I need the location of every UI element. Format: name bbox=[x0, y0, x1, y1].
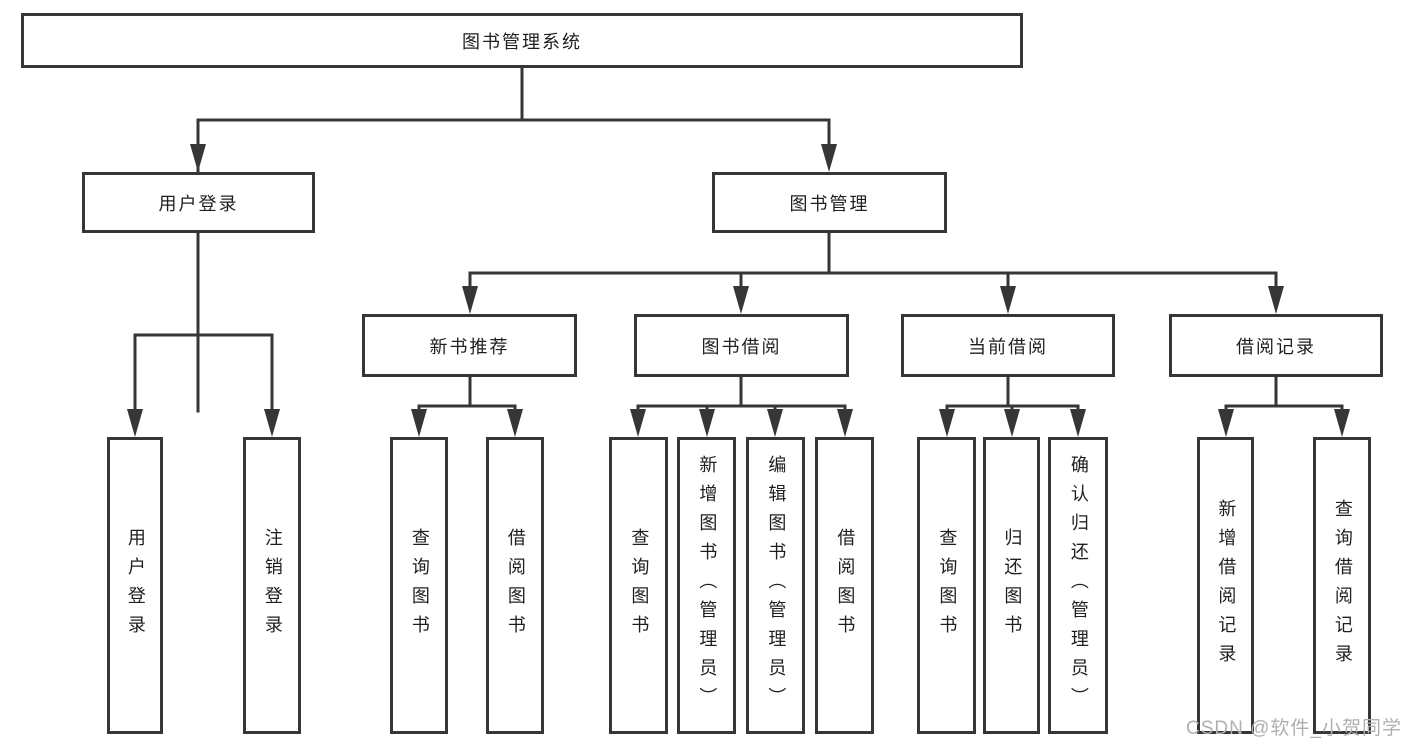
arrow-down-icon bbox=[507, 409, 523, 437]
arrow-down-icon bbox=[1218, 409, 1234, 437]
connector-book-borrow-to-leaves bbox=[630, 375, 853, 437]
arrow-down-icon bbox=[1334, 409, 1350, 437]
node-current-borrow: 当前借阅 bbox=[901, 314, 1115, 377]
arrow-down-icon bbox=[411, 409, 427, 437]
arrow-down-icon bbox=[462, 286, 478, 314]
node-user-login: 用户登录 bbox=[82, 172, 315, 233]
connector-user-login-to-leaves bbox=[127, 231, 280, 437]
leaf-borrow-borrow-books: 借阅图书 bbox=[815, 437, 874, 734]
arrow-down-icon bbox=[630, 409, 646, 437]
arrow-down-icon bbox=[190, 144, 206, 172]
leaf-borrow-edit-books-admin: 编辑图书（管理员） bbox=[746, 437, 805, 734]
arrow-down-icon bbox=[1000, 286, 1016, 314]
leaf-current-confirm-return-admin: 确认归还（管理员） bbox=[1048, 437, 1108, 734]
arrow-down-icon bbox=[127, 409, 143, 437]
leaf-borrow-query-books: 查询图书 bbox=[609, 437, 668, 734]
leaf-current-return-books: 归还图书 bbox=[983, 437, 1040, 734]
arrow-down-icon bbox=[699, 409, 715, 437]
root-node: 图书管理系统 bbox=[21, 13, 1023, 68]
connector-borrow-records-to-leaves bbox=[1218, 375, 1350, 437]
node-book-borrow: 图书借阅 bbox=[634, 314, 849, 377]
arrow-down-icon bbox=[264, 409, 280, 437]
arrow-down-icon bbox=[837, 409, 853, 437]
arrow-down-icon bbox=[1268, 286, 1284, 314]
arrow-down-icon bbox=[733, 286, 749, 314]
leaf-current-query-books: 查询图书 bbox=[917, 437, 976, 734]
connector-current-borrow-to-leaves bbox=[939, 375, 1086, 437]
leaf-records-add-record: 新增借阅记录 bbox=[1197, 437, 1254, 734]
leaf-logout: 注销登录 bbox=[243, 437, 301, 734]
node-borrow-records: 借阅记录 bbox=[1169, 314, 1383, 377]
leaf-newbook-query-books: 查询图书 bbox=[390, 437, 448, 734]
node-book-management: 图书管理 bbox=[712, 172, 947, 233]
connector-book-management-to-level3 bbox=[462, 231, 1284, 314]
arrow-down-icon bbox=[767, 409, 783, 437]
leaf-records-query-record: 查询借阅记录 bbox=[1313, 437, 1371, 734]
leaf-borrow-add-books-admin: 新增图书（管理员） bbox=[677, 437, 736, 734]
arrow-down-icon bbox=[821, 144, 837, 172]
arrow-down-icon bbox=[939, 409, 955, 437]
connector-new-book-recommend-to-leaves bbox=[411, 375, 523, 437]
leaf-user-login: 用户登录 bbox=[107, 437, 163, 734]
csdn-watermark: CSDN @软件_小贺同学 bbox=[1186, 718, 1402, 739]
leaf-newbook-borrow-books: 借阅图书 bbox=[486, 437, 544, 734]
arrow-down-icon bbox=[1004, 409, 1020, 437]
node-new-book-recommend: 新书推荐 bbox=[362, 314, 577, 377]
arrow-down-icon bbox=[1070, 409, 1086, 437]
